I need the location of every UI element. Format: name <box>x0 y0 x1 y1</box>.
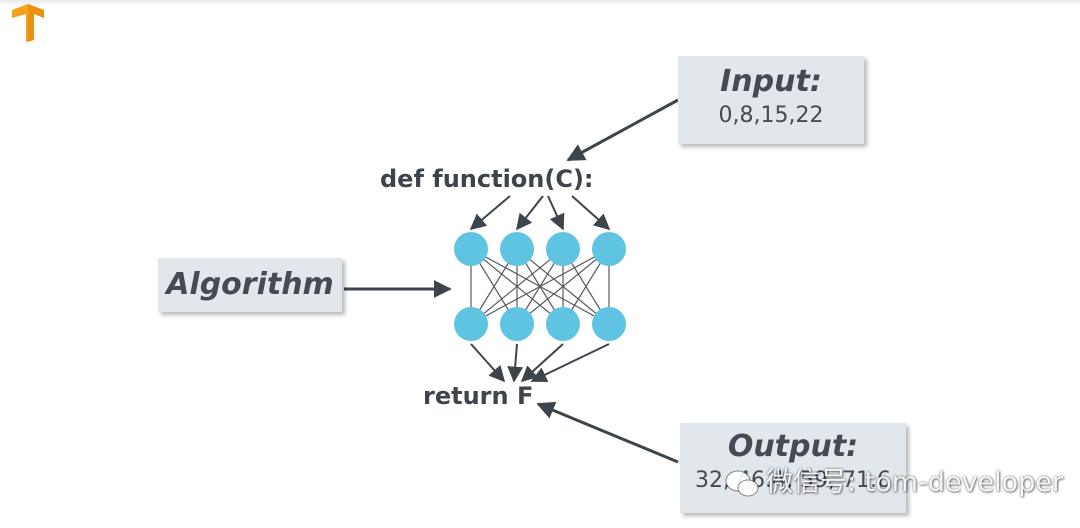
header-arrow <box>516 195 544 231</box>
input-box: Input: 0,8,15,22 <box>678 56 864 144</box>
output-layer-node <box>592 307 626 341</box>
header-arrow <box>469 195 511 231</box>
connection-line <box>516 248 610 325</box>
algorithm-label: Algorithm <box>166 267 334 302</box>
return-arrow <box>530 343 610 382</box>
header-arrow <box>571 195 611 231</box>
input-values: 0,8,15,22 <box>718 103 824 128</box>
tensorflow-logo-icon <box>12 4 44 42</box>
network-nodes <box>454 232 626 341</box>
output-title: Output: <box>727 429 859 464</box>
network-connections <box>470 248 610 325</box>
watermark: 微信号: tom-developer <box>724 460 1063 499</box>
return-arrow <box>507 343 524 383</box>
input-arrow <box>566 98 679 162</box>
input-layer-node <box>592 232 626 266</box>
input-title: Input: <box>720 64 822 99</box>
output-box: Output: 32, 46.4, 59, 71.6 <box>680 423 906 513</box>
top-border <box>0 0 1080 6</box>
output-layer-node <box>454 307 488 341</box>
output-arrow <box>536 401 679 464</box>
input-layer-node <box>546 232 580 266</box>
algorithm-box: Algorithm <box>158 258 342 312</box>
output-to-return-arrows <box>470 343 610 383</box>
function-header: def function(C): <box>380 165 594 193</box>
return-statement: return F <box>423 382 534 410</box>
input-layer-node <box>500 232 534 266</box>
header-to-input-arrows <box>469 195 611 231</box>
return-arrow <box>520 343 564 383</box>
return-arrow <box>470 343 506 383</box>
watermark-text: 微信号: tom-developer <box>766 467 1064 498</box>
output-layer-node <box>500 307 534 341</box>
connection-line <box>470 248 564 325</box>
output-layer-node <box>546 307 580 341</box>
input-layer-node <box>454 232 488 266</box>
connection-line <box>470 248 610 325</box>
wechat-icon <box>725 470 759 496</box>
header-arrow <box>547 195 565 231</box>
